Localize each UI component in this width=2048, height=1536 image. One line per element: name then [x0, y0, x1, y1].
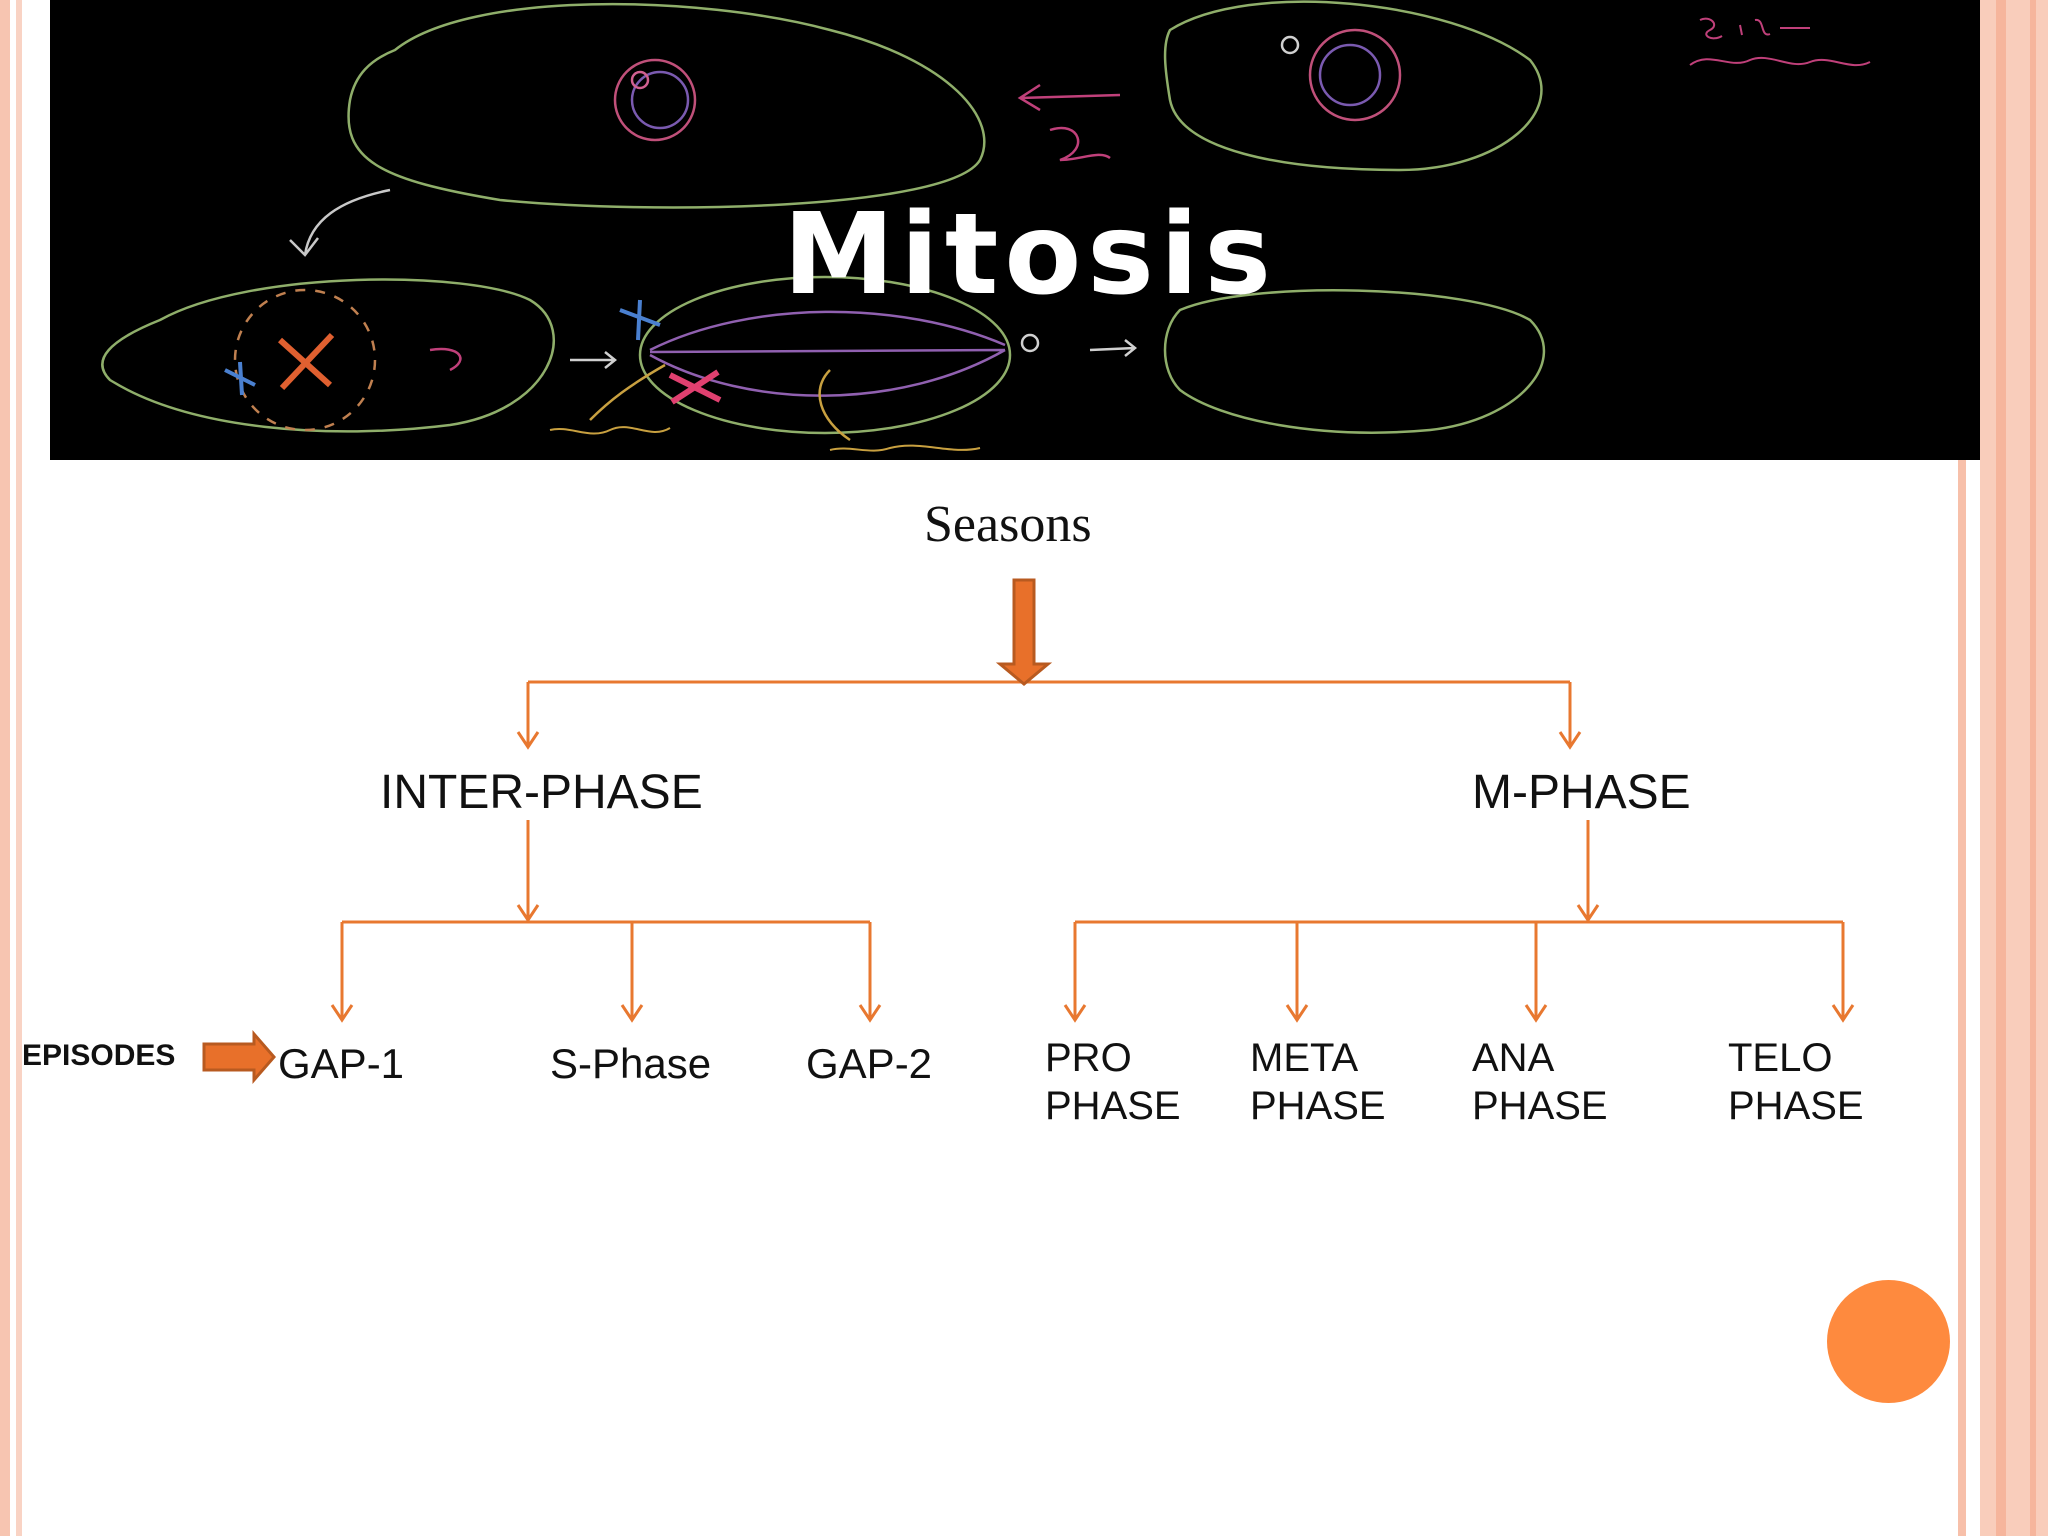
- slide-border-right-stripe-1: [1996, 0, 2006, 1536]
- branch-inter-phase: INTER-PHASE: [380, 766, 703, 819]
- root-down-arrow: [995, 578, 1053, 686]
- slide-border-left-outer: [0, 0, 10, 1536]
- leaf-gap-1: GAP-1: [278, 1040, 405, 1087]
- leaf-s-phase: S-Phase: [550, 1040, 712, 1087]
- leaf-telo-phase: TELO PHASE: [1728, 1036, 1864, 1128]
- slide-border-right-stripe-2: [2030, 0, 2036, 1536]
- leaf-ana-phase: ANA PHASE: [1472, 1036, 1608, 1128]
- root-node-seasons: Seasons: [924, 496, 1092, 553]
- leaf-meta-phase: META PHASE: [1250, 1036, 1386, 1128]
- leaf-gap-2: GAP-2: [806, 1040, 933, 1087]
- slide-border-right-line: [1958, 0, 1966, 1536]
- decorative-orange-circle: [1827, 1280, 1950, 1403]
- episodes-label: EPISODES: [22, 1039, 176, 1072]
- slide-border-left-inner: [16, 0, 22, 1536]
- cell-sketch-illustration: [101, 0, 1871, 452]
- banner-title: Mitosis: [782, 190, 1278, 320]
- episodes-arrow: [202, 1029, 276, 1085]
- slide-border-right-band: [1980, 0, 2048, 1536]
- leaf-pro-phase: PRO PHASE: [1045, 1036, 1181, 1128]
- mitosis-banner-image: Mitosis: [50, 0, 1980, 460]
- branch-m-phase: M-PHASE: [1472, 766, 1691, 819]
